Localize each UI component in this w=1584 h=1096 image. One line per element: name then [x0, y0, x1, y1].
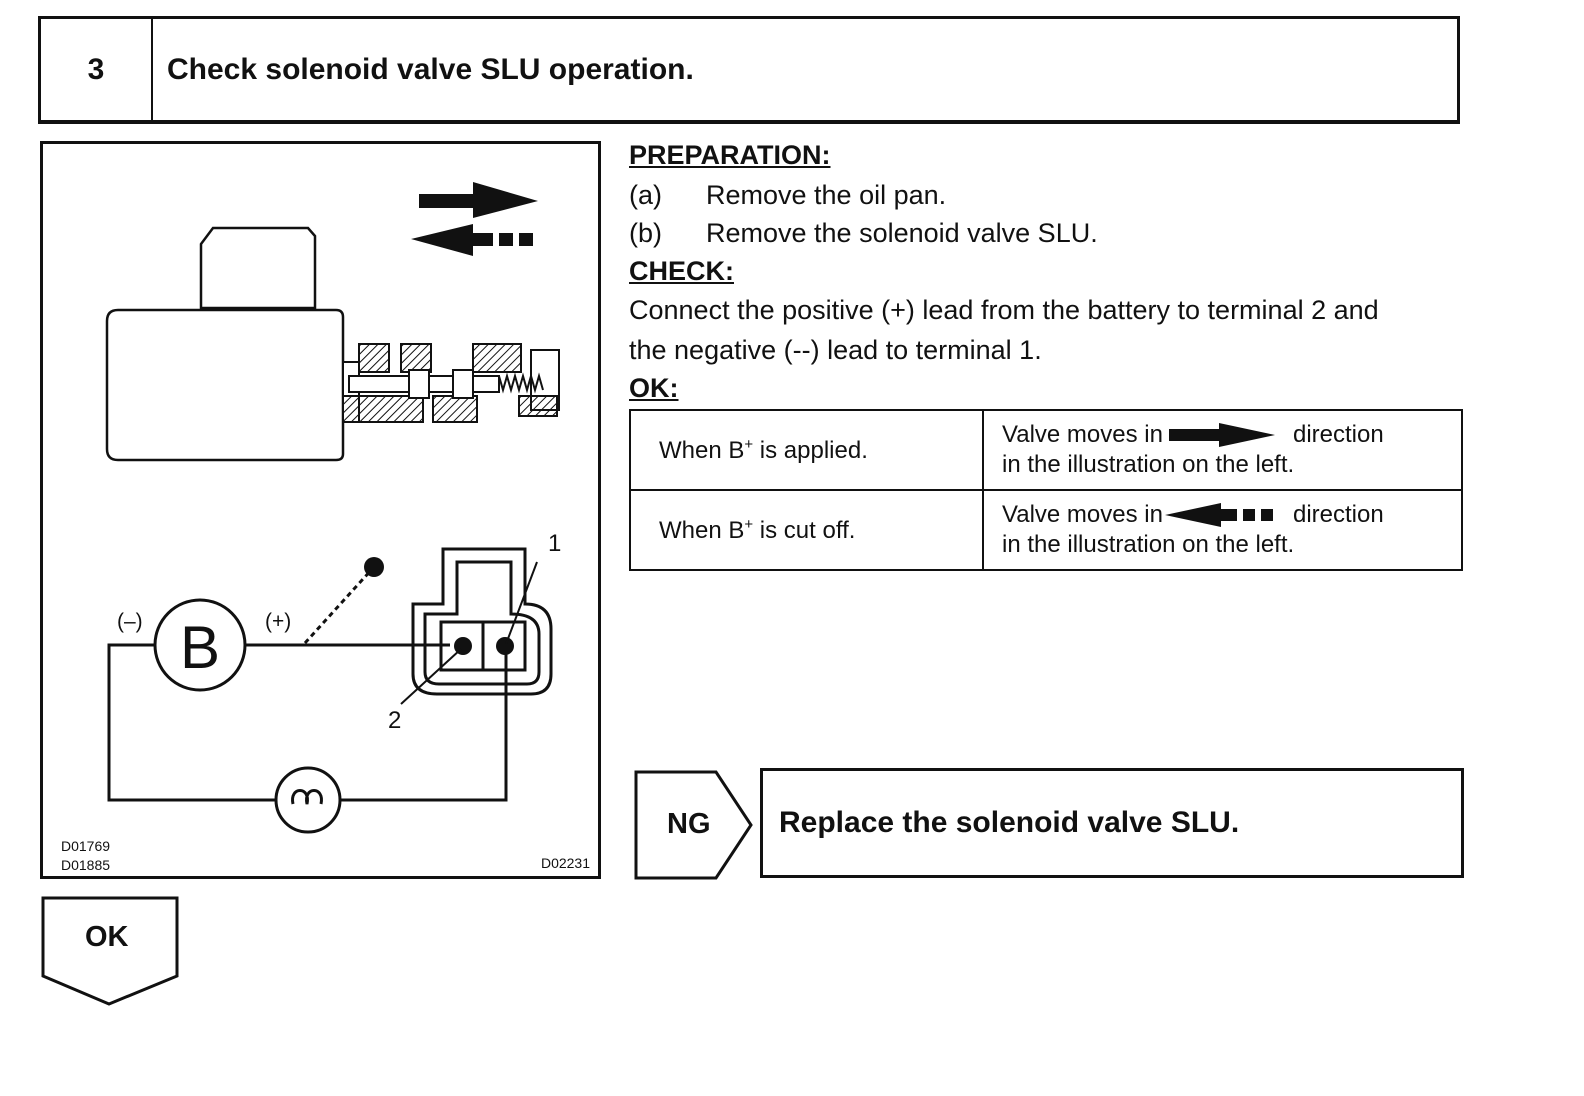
ng-action-text: Replace the solenoid valve SLU.: [779, 806, 1240, 839]
prep-marker-b: (b): [629, 218, 662, 248]
test-lamp-icon: [274, 766, 342, 834]
terminal-1-label: 1: [548, 530, 561, 557]
probe-tip-icon: [364, 557, 384, 577]
arrow-legend-dashed-icon: [411, 224, 533, 256]
solid-right-arrow-icon: [1168, 423, 1275, 447]
ng-indicator: NG: [634, 770, 754, 880]
result-cell: Valve moves in direction in the illustra…: [982, 409, 1463, 491]
step-number: 3: [41, 19, 153, 120]
table-row: When B+ is cut off. Valve moves in direc…: [629, 489, 1463, 571]
prep-marker-a: (a): [629, 180, 662, 210]
solenoid-body: [105, 226, 345, 462]
connector-icon: [411, 547, 553, 696]
plus-label: (+): [265, 610, 291, 633]
condition-cell: When B+ is cut off.: [629, 489, 984, 571]
minus-label: (–): [117, 610, 143, 633]
figure-code-2: D01885: [61, 857, 111, 873]
ng-label: NG: [667, 808, 711, 840]
battery-label: B: [180, 614, 220, 681]
ok-spec-table: When B+ is applied. Valve moves in direc…: [629, 409, 1463, 571]
prep-step-a: Remove the oil pan.: [706, 180, 947, 210]
figure-code-1: D01769: [61, 838, 111, 854]
terminal-2-label: 2: [388, 707, 401, 734]
step-title: Check solenoid valve SLU operation.: [167, 52, 694, 86]
check-heading: CHECK:: [629, 256, 734, 286]
dashed-left-arrow-icon: [1164, 503, 1273, 527]
ng-action-box: Replace the solenoid valve SLU.: [760, 768, 1464, 878]
valve-spool: [342, 343, 560, 423]
condition-cell: When B+ is applied.: [629, 409, 984, 491]
arrow-legend-solid-icon: [419, 182, 538, 218]
solenoid-illustration: B (–) (+) 1 2 D01769 D01885 D02231: [40, 141, 601, 879]
ok-label: OK: [85, 921, 129, 953]
step-header: 3 Check solenoid valve SLU operation.: [38, 16, 1460, 124]
check-line-2: the negative (--) lead to terminal 1.: [629, 335, 1042, 365]
circuit-wiring: [107, 566, 508, 834]
ok-heading: OK:: [629, 373, 679, 403]
figure-code-3: D02231: [540, 855, 590, 871]
ok-indicator: OK: [41, 896, 181, 1008]
solenoid-diagram: B (–) (+) 1 2: [105, 182, 561, 834]
check-line-1: Connect the positive (+) lead from the b…: [629, 295, 1379, 325]
prep-step-b: Remove the solenoid valve SLU.: [706, 218, 1098, 248]
result-cell: Valve moves in direction in the illustra…: [982, 489, 1463, 571]
preparation-heading: PREPARATION:: [629, 140, 831, 170]
terminal-1-pin: [496, 637, 514, 655]
table-row: When B+ is applied. Valve moves in direc…: [629, 409, 1463, 491]
